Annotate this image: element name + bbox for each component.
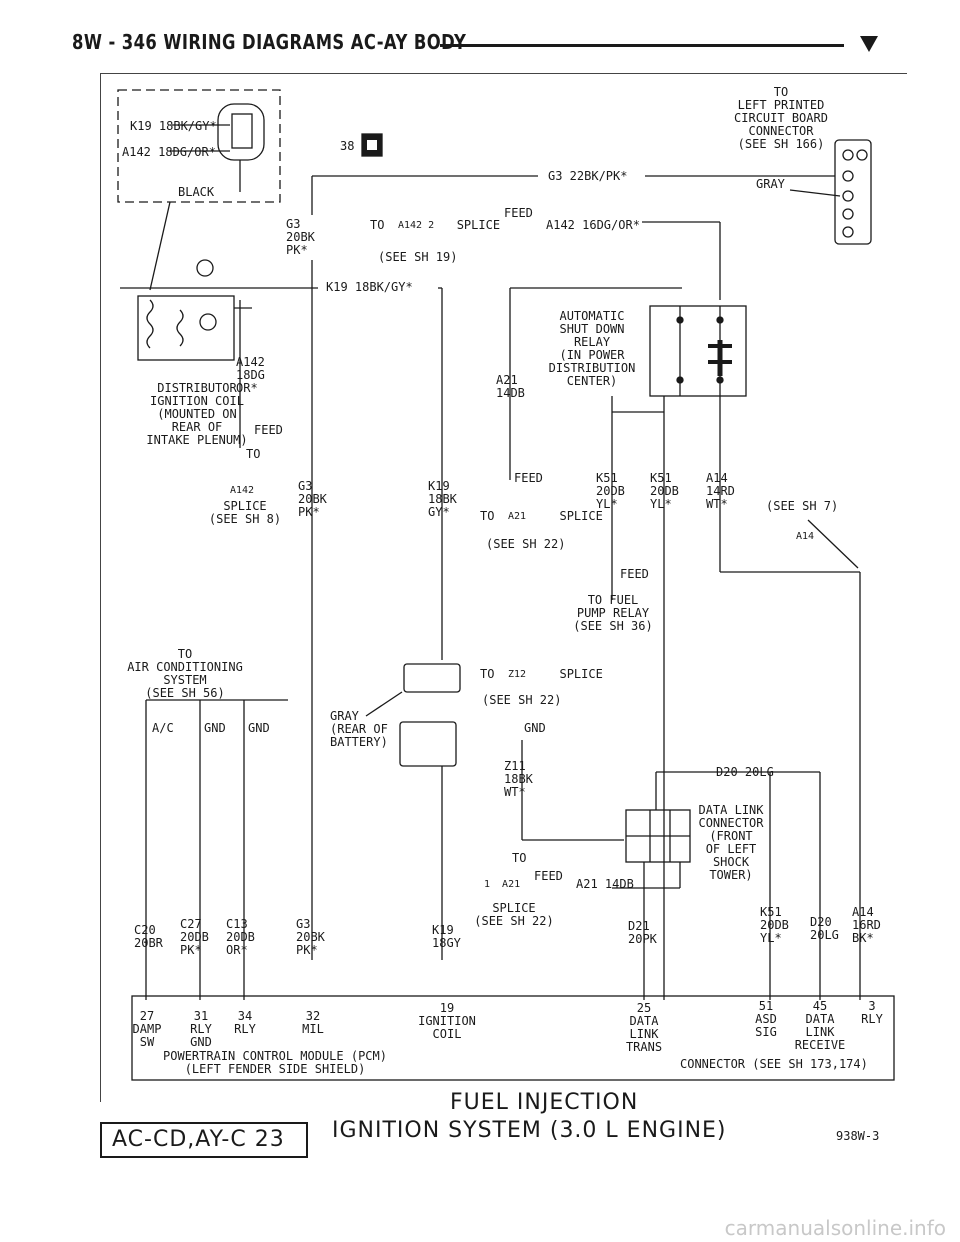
splice-a142-label: TO SPLICE [370,218,501,232]
connector-lead [149,201,171,291]
pcm-pin-27: 27 DAMP SW [132,1009,162,1049]
feed-label-1: FEED [504,206,533,220]
to-a21-splice-label: TO SPLICE [480,509,603,523]
feed-label-4: FEED [620,567,649,581]
see-sh7-label: (SEE SH 7) [766,499,839,513]
see-sh22-label-b: (SEE SH 22) [482,693,562,707]
splice-sh22-label: SPLICE (SEE SH 22) [474,901,554,928]
splice-sh8-label: SPLICE (SEE SH 8) [208,499,282,526]
left-printed-circuit-label: TO LEFT PRINTED CIRCUIT BOARD CONNECTOR … [734,85,828,151]
watermark-text: carmanualsonline.info [724,1216,946,1240]
pcm-connector-label: CONNECTOR (SEE SH 173,174) [680,1057,868,1071]
data-link-connector-label: DATA LINK CONNECTOR (FRONT OF LEFT SHOCK… [698,803,764,882]
splice-1-a21-tag: 1 A21 [484,879,521,890]
footer-model-box: AC-CD,AY-C 23 [100,1122,308,1158]
ac-label: A/C [152,721,174,735]
a14-tag: A14 [796,531,815,542]
a21-tag: A21 [508,511,527,522]
pcm-pin-45: 45 DATA LINK RECEIVE [794,999,846,1052]
fuel-pump-relay-label: TO FUEL PUMP RELAY (SEE SH 36) [573,593,653,633]
connector-socket [231,113,253,149]
pcm-pin-25: 25 DATA LINK TRANS [625,1001,663,1054]
a14-bottom-label: A14 16RD BK* [852,905,881,945]
to-ac-label: TO AIR CONDITIONING SYSTEM (SEE SH 56) [127,647,243,700]
pcm-pin-31: 31 RLY GND [190,1009,212,1049]
c27-label: C27 20DB PK* [180,917,209,957]
pcm-label: POWERTRAIN CONTROL MODULE (PCM) (LEFT FE… [163,1049,387,1076]
distributor-coil-label: DISTRIBUTOR IGNITION COIL (MOUNTED ON RE… [146,381,248,447]
black-label: BLACK [178,185,215,199]
k19-18bk-label: K19 18BK GY* [428,479,457,519]
see-sh19-label: (SEE SH 19) [378,250,458,264]
right-connector [834,139,872,245]
k51-label-a: K51 20DB YL* [596,471,625,511]
footer-model-text: AC-CD,AY-C 23 [112,1127,285,1152]
a142-splice-tag: A142 [230,485,255,496]
gnd-label-1: GND [204,721,226,735]
a21-14db-bottom-label: A21 14DB [576,877,634,891]
footer-title-line2: IGNITION SYSTEM (3.0 L ENGINE) [332,1118,727,1143]
gnd-label-2: GND [248,721,270,735]
splice-a142-tag: A142 2 [398,220,435,231]
gnd-label-3: GND [524,721,546,735]
a142-18dg-label: A142 18DG OR* [236,355,265,395]
k51-bottom-label: K51 20DB YL* [760,905,789,945]
g3-20bk-label-b: G3 20BK PK* [298,479,327,519]
d21-20pk-label: D21 20PK [628,919,657,946]
see-sh22-label-a: (SEE SH 22) [486,537,566,551]
asd-relay-label: AUTOMATIC SHUT DOWN RELAY (IN POWER DIST… [548,309,636,388]
diagram-frame [100,73,907,1102]
d20-20lg-top-label: D20 20LG [716,765,774,779]
header-rule [440,44,844,47]
header-arrow-icon [860,36,878,52]
k19-wire-label: K19 18BK/GY* [130,119,217,133]
c20-label: C20 20BR [134,923,163,950]
feed-label-3: FEED [514,471,543,485]
a142-16dg-label: A142 16DG/OR* [546,218,640,232]
page-title: 8W - 346 WIRING DIAGRAMS AC-AY BODY [72,30,467,54]
c13-label: C13 20DB OR* [226,917,255,957]
footer-title-line1: FUEL INJECTION [450,1090,639,1115]
pcm-pin-34: 34 RLY [234,1009,256,1036]
g3-22bk-label: G3 22BK/PK* [548,169,628,183]
gray-connector-top [403,663,461,693]
pcm-pin-51: 51 ASD SIG [755,999,777,1039]
a142-wire-label: A142 18DG/OR* [122,145,216,159]
gray-label: GRAY [756,177,785,191]
d20-bottom-label: D20 20LG [810,915,839,942]
connector-body [217,103,265,161]
page-header: 8W - 346 WIRING DIAGRAMS AC-AY BODY [0,0,960,70]
distributor-coil [137,295,235,361]
footer-code: 938W-3 [836,1129,880,1143]
pcm-box [131,995,895,1081]
asd-relay [649,305,747,397]
to-label-1: TO [246,447,261,461]
g3-20bk-label-a: G3 20BK PK* [286,217,315,257]
pcm-pin-3: 3 RLY [861,999,883,1026]
to-label-2: TO [512,851,527,865]
gray-battery-label: GRAY (REAR OF BATTERY) [330,709,388,749]
k19-18gy-label: K19 18GY [432,923,461,950]
z11-label: Z11 18BK WT* [504,759,533,799]
a14-14rd-label: A14 14RD WT* [706,471,735,511]
a21-14db-label: A21 14DB [496,373,525,400]
pcm-pin-32: 32 MIL [302,1009,324,1036]
connector-38-label: 38 [340,139,355,153]
gray-connector-bottom [399,721,457,767]
feed-label-5: FEED [534,869,563,883]
connector-box [117,89,281,203]
to-z12-splice-label: TO SPLICE [480,667,603,681]
pcm-pin-19: 19 IGNITION COIL [418,1001,476,1041]
g3-bottom-label: G3 20BK PK* [296,917,325,957]
k51-label-b: K51 20DB YL* [650,471,679,511]
feed-label-2: FEED [254,423,283,437]
k19-18bk-gy-label: K19 18BK/GY* [326,280,413,294]
z12-tag: Z12 [508,669,527,680]
